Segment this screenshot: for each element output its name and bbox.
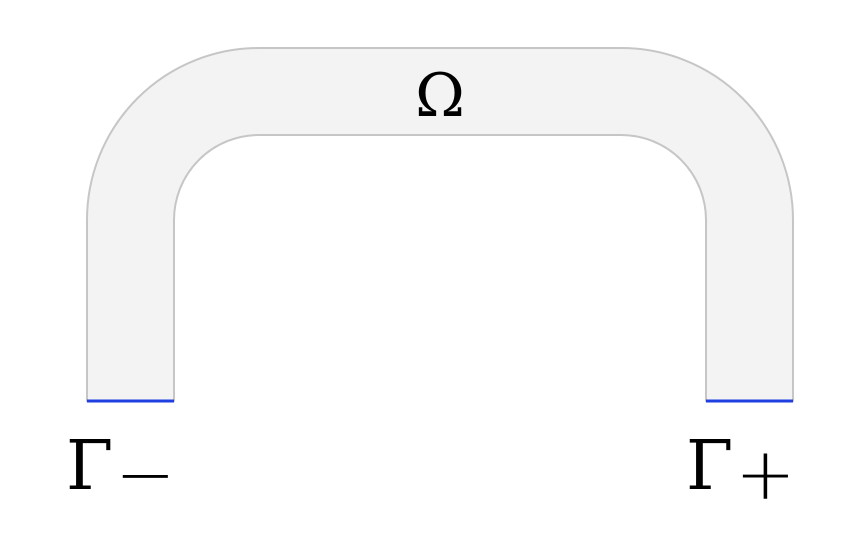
gamma-minus-symbol: Γ [66, 427, 114, 506]
gamma-minus-subscript: − [115, 432, 176, 516]
boundary-label-gamma-plus: Γ+ [686, 428, 796, 511]
domain-omega-shape [86, 47, 794, 402]
gamma-plus-subscript: + [735, 432, 796, 516]
domain-label-omega: Ω [415, 61, 465, 131]
gamma-plus-symbol: Γ [686, 427, 734, 506]
boundary-label-gamma-minus: Γ− [66, 428, 176, 511]
